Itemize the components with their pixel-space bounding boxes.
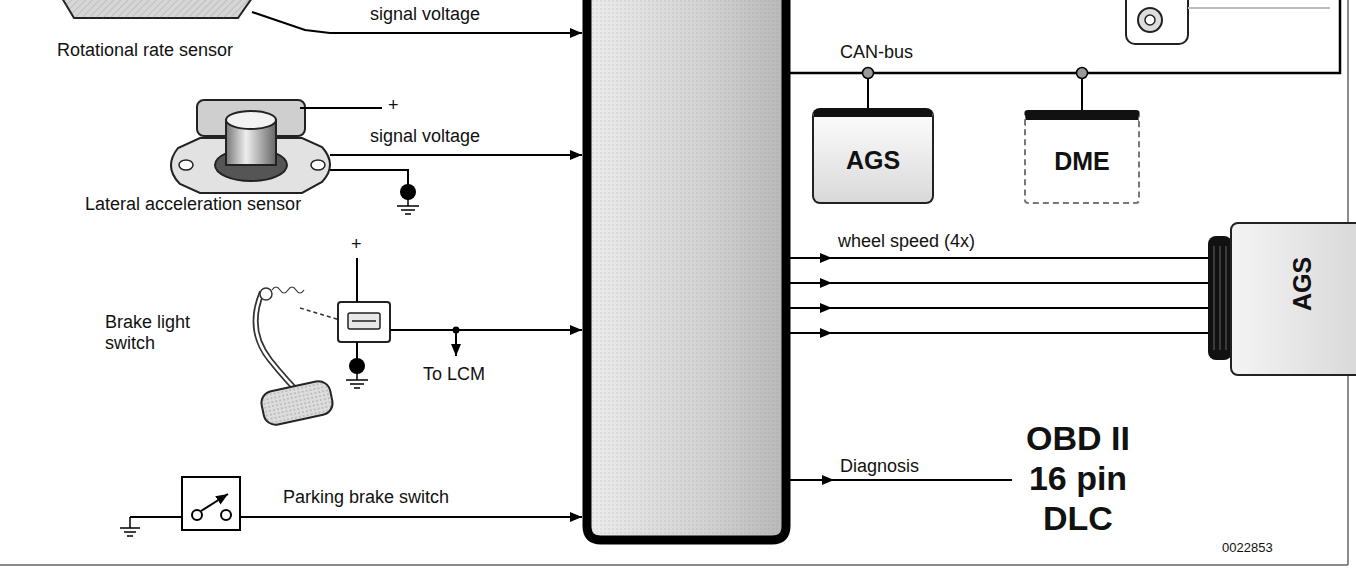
rate-sensor <box>62 0 252 18</box>
target-label: To LCM <box>423 364 485 385</box>
supply-wire <box>300 107 382 109</box>
plug-ridges <box>1214 246 1226 350</box>
pedal-arm-inner <box>256 292 302 396</box>
switch-contact <box>348 313 380 329</box>
top-device-part <box>1188 7 1330 9</box>
pedal-spring <box>272 287 304 293</box>
switch-name: Parking brake switch <box>283 487 449 508</box>
signal-label: signal voltage <box>370 126 480 147</box>
connector-name: OBD II 16 pin DLC <box>1010 418 1146 538</box>
switch-lever <box>201 494 228 511</box>
supply-wire <box>356 258 358 302</box>
control-unit-box: DME <box>1024 110 1140 204</box>
signal-wire <box>390 329 582 331</box>
supply-sign: + <box>351 234 362 255</box>
parking-switch <box>182 477 240 530</box>
ground-symbol <box>397 198 419 214</box>
diagnosis-wire <box>834 479 1012 481</box>
control-unit-box: AGS <box>1230 222 1356 376</box>
ground-point <box>400 184 416 200</box>
pedal-pivot <box>260 288 272 300</box>
unit-name: AGS <box>1289 257 1317 311</box>
top-device <box>1126 0 1188 44</box>
frame-line <box>0 564 1348 566</box>
ground-point <box>349 358 365 374</box>
rate-sensor-hatch <box>62 0 252 18</box>
mount-hole <box>311 160 325 170</box>
wheel-speed-wires <box>790 258 1210 333</box>
switch-contact <box>352 320 376 322</box>
ground-wire <box>330 170 408 190</box>
can-node-dot <box>863 68 874 79</box>
signal-wire <box>330 154 582 156</box>
control-unit-box: AGS <box>812 108 934 204</box>
signal-wire <box>240 516 582 518</box>
lcm-wire <box>455 330 457 356</box>
signal-label: Diagnosis <box>840 456 919 477</box>
switch-terminal <box>221 510 231 520</box>
top-device-part <box>1145 15 1155 25</box>
bus-label: CAN-bus <box>840 42 913 63</box>
control-module <box>587 0 786 540</box>
signal-label: signal voltage <box>370 4 480 25</box>
ground-symbol <box>346 372 368 388</box>
plunger-line <box>300 308 340 320</box>
unit-name: AGS <box>846 146 900 174</box>
diagnosis-wire <box>790 479 834 481</box>
supply-sign: + <box>388 95 399 116</box>
pedal-pad-texture <box>259 379 335 427</box>
ags-plug <box>1208 236 1232 360</box>
switch-name: Brake light switch <box>105 312 217 354</box>
module-texture <box>592 0 782 536</box>
figure-number: 0022853 <box>1222 540 1273 556</box>
unit-name: DME <box>1054 147 1110 175</box>
sensor-name: Rotational rate sensor <box>57 40 233 61</box>
top-device-part <box>1138 8 1162 32</box>
switch-terminal <box>192 510 202 520</box>
pedal-pad <box>259 379 335 427</box>
ground-symbol <box>120 517 140 536</box>
mount-hole <box>179 160 193 170</box>
pedal-arm <box>256 292 302 396</box>
sensor-top <box>226 111 276 129</box>
ground-wire <box>130 516 182 518</box>
sensor-name: Lateral acceleration sensor <box>85 194 301 215</box>
signal-label: wheel speed (4x) <box>838 231 975 252</box>
can-bus-wire <box>790 0 1340 73</box>
can-node-dot <box>1077 68 1088 79</box>
brake-switch <box>338 302 390 342</box>
